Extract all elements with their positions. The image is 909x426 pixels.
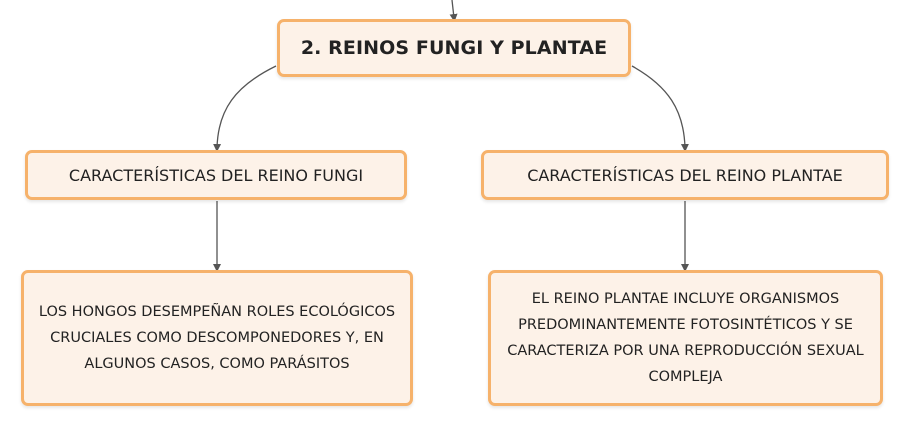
node-fungi-characteristics[interactable]: CARACTERÍSTICAS DEL REINO FUNGI: [25, 150, 407, 200]
node-fungi-description-text: LOS HONGOS DESEMPEÑAN ROLES ECOLÓGICOS C…: [38, 304, 396, 372]
node-fungi-characteristics-label: CARACTERÍSTICAS DEL REINO FUNGI: [68, 165, 364, 185]
connector-root-to-plantae: [631, 65, 689, 152]
node-plantae-description[interactable]: EL REINO PLANTAE INCLUYE ORGANISMOS PRED…: [488, 270, 883, 406]
connector-from-parent: [449, 0, 458, 22]
node-plantae-characteristics[interactable]: CARACTERÍSTICAS DEL REINO PLANTAE: [481, 150, 889, 200]
connector-root-to-fungi: [213, 65, 277, 152]
node-plantae-description-text: EL REINO PLANTAE INCLUYE ORGANISMOS PRED…: [507, 291, 864, 385]
root-node-label: 2. REINOS FUNGI Y PLANTAE: [300, 37, 608, 59]
root-node[interactable]: 2. REINOS FUNGI Y PLANTAE: [277, 19, 631, 77]
node-plantae-characteristics-label: CARACTERÍSTICAS DEL REINO PLANTAE: [527, 165, 843, 185]
node-fungi-description[interactable]: LOS HONGOS DESEMPEÑAN ROLES ECOLÓGICOS C…: [21, 270, 413, 406]
